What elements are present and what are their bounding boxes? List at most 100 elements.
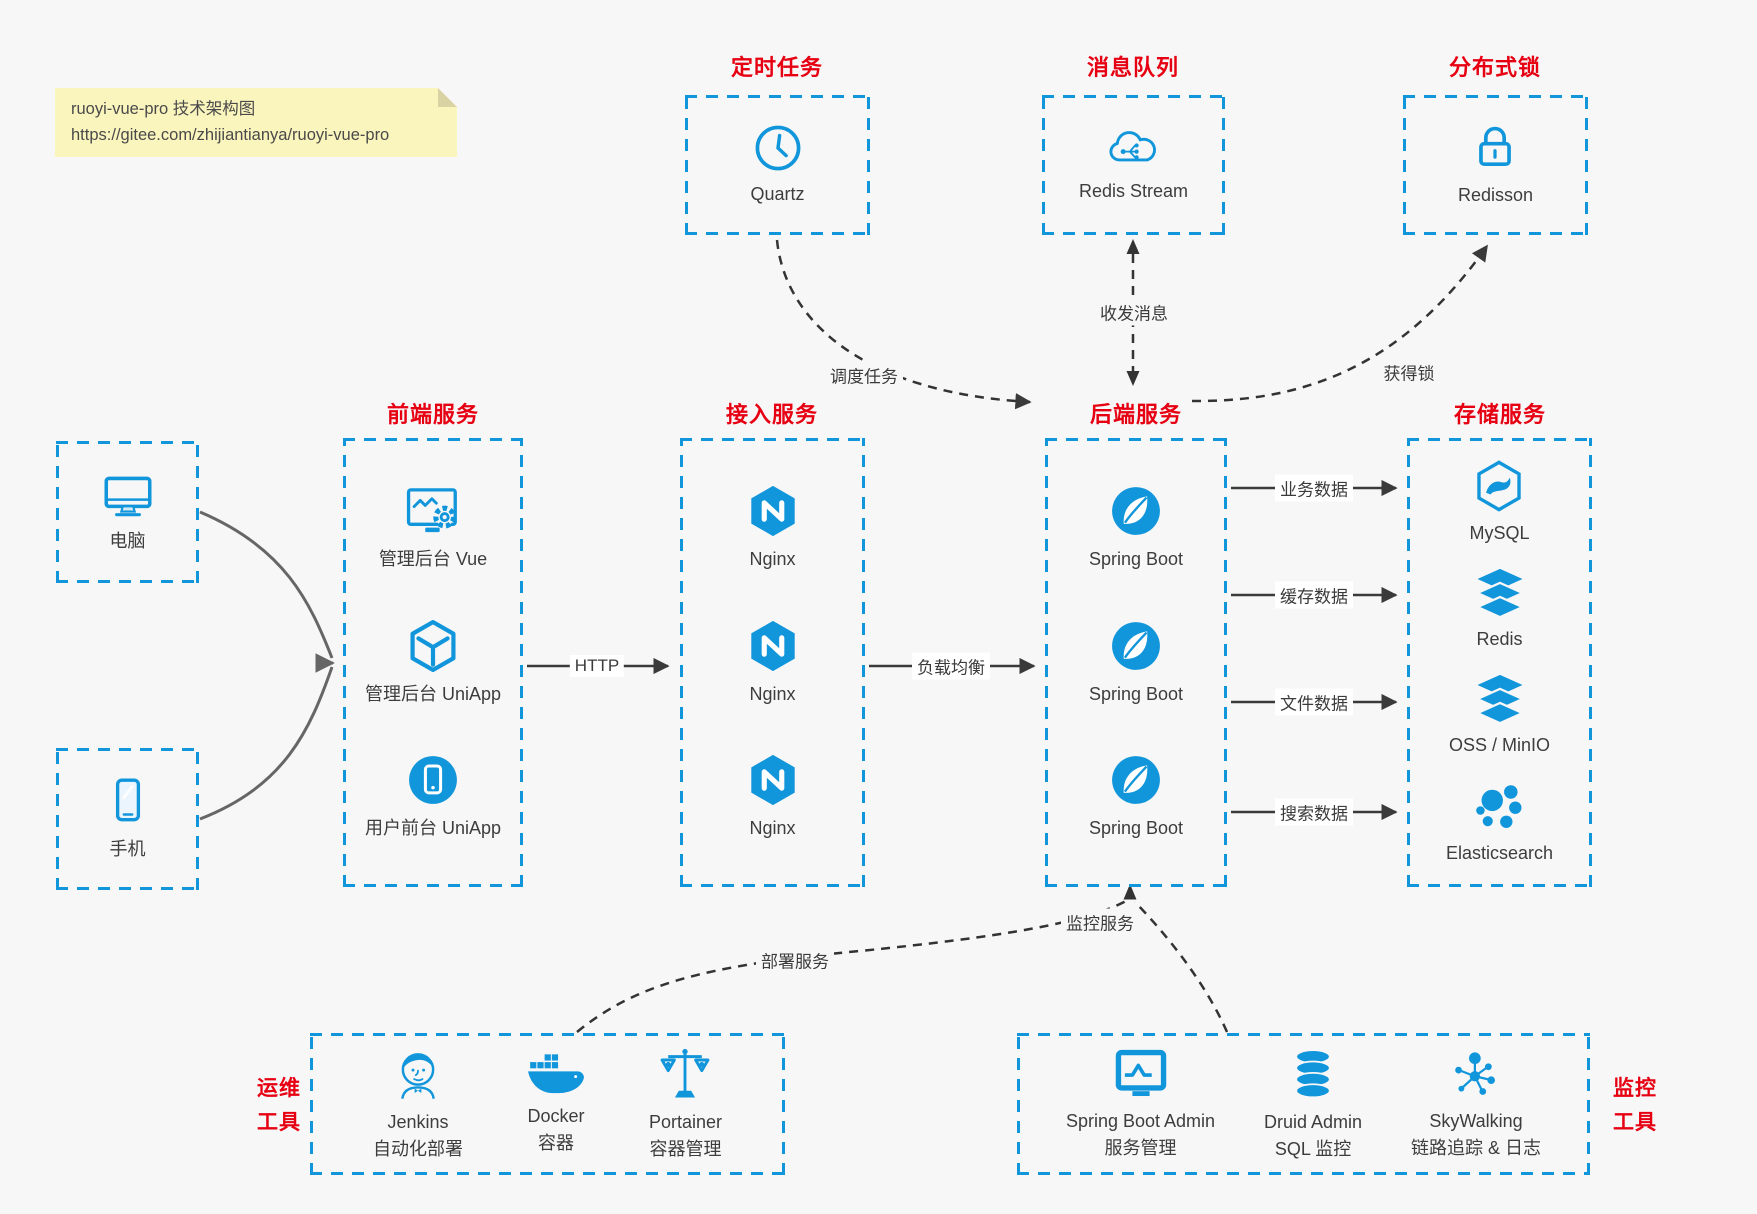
item-label: Docker 容器 bbox=[527, 1106, 585, 1153]
item-label: 管理后台 UniApp bbox=[364, 683, 502, 704]
redis-item: Redis bbox=[1473, 567, 1527, 652]
item-label: Spring Boot bbox=[1088, 683, 1184, 704]
storage-services-box: MySQL Redis OSS / MinIO bbox=[1407, 438, 1592, 887]
item-label: 用户前台 UniApp bbox=[364, 818, 502, 839]
edge-label-acquire-lock: 获得锁 bbox=[1378, 358, 1440, 386]
note-line-url: https://gitee.com/zhijiantianya/ruoyi-vu… bbox=[71, 125, 390, 144]
elasticsearch-icon bbox=[1476, 785, 1522, 828]
spring-boot-admin-item: Spring Boot Admin 服务管理 bbox=[1066, 1047, 1215, 1160]
nginx-icon bbox=[750, 620, 795, 672]
item-label: Spring Boot bbox=[1088, 549, 1184, 570]
connector-deploy-service bbox=[576, 899, 1127, 1033]
edge-label-search-data: 搜索数据 bbox=[1275, 798, 1353, 826]
edge-label-cache-data: 缓存数据 bbox=[1275, 581, 1353, 609]
spring-boot-icon bbox=[1112, 487, 1160, 536]
phone-item: 手机 bbox=[103, 775, 153, 862]
user-app-item: 用户前台 UniApp bbox=[365, 752, 501, 841]
redisson-item: Redisson bbox=[1458, 121, 1533, 208]
group-title-backend: 后端服务 bbox=[1089, 402, 1183, 427]
mysql-icon bbox=[1477, 460, 1522, 512]
item-label: 手机 bbox=[109, 839, 146, 860]
nginx-icon bbox=[750, 486, 795, 537]
item-label: Nginx bbox=[749, 549, 796, 570]
skywalking-icon bbox=[1455, 1052, 1496, 1096]
connector-quartz-schedule bbox=[775, 239, 1032, 410]
item-label: OSS / MinIO bbox=[1448, 734, 1551, 755]
item-label: Portainer 容器管理 bbox=[648, 1112, 722, 1159]
spring-boot-item: Spring Boot bbox=[1089, 618, 1183, 707]
phone-icon bbox=[115, 778, 140, 822]
docker-icon bbox=[528, 1054, 584, 1094]
admin-vue-item: 管理后台 Vue bbox=[379, 483, 487, 572]
item-label: MySQL bbox=[1469, 522, 1530, 543]
item-label: Spring Boot Admin 服务管理 bbox=[1065, 1111, 1216, 1158]
uniapp-cube-icon bbox=[410, 619, 456, 672]
group-title-gateway: 接入服务 bbox=[725, 402, 819, 427]
item-label: Druid Admin SQL 监控 bbox=[1264, 1112, 1363, 1159]
scheduled-jobs-box: Quartz bbox=[685, 95, 870, 235]
item-label: Redis bbox=[1476, 628, 1523, 649]
nginx-item: Nginx bbox=[745, 752, 801, 841]
druid-admin-item: Druid Admin SQL 监控 bbox=[1264, 1046, 1362, 1161]
group-title-monitor-tools: 监控 工具 bbox=[1613, 1077, 1657, 1134]
nginx-icon bbox=[750, 755, 795, 806]
jenkins-icon bbox=[401, 1053, 435, 1100]
mq-arrowhead-up bbox=[1126, 239, 1140, 254]
druid-icon bbox=[1295, 1049, 1331, 1099]
spring-boot-item: Spring Boot bbox=[1089, 483, 1183, 572]
edge-label-schedule-job: 调度任务 bbox=[825, 361, 903, 389]
nginx-item: Nginx bbox=[745, 483, 801, 572]
item-label: Spring Boot bbox=[1088, 818, 1184, 839]
item-label: Redisson bbox=[1457, 185, 1534, 206]
connector-pc-to-frontend bbox=[199, 510, 334, 659]
redis-stack-icon bbox=[1474, 568, 1525, 619]
portainer-item: Portainer 容器管理 bbox=[649, 1046, 722, 1161]
skywalking-item: SkyWalking 链路追踪 & 日志 bbox=[1411, 1047, 1541, 1160]
edge-label-monitor-service: 监控服务 bbox=[1061, 908, 1139, 936]
group-title-ops-tools: 运维 工具 bbox=[257, 1077, 301, 1134]
nginx-item: Nginx bbox=[745, 618, 801, 707]
group-title-distributed-lock: 分布式锁 bbox=[1448, 55, 1542, 80]
group-title-scheduled-jobs: 定时任务 bbox=[730, 55, 824, 80]
ops-tools-box: Jenkins 自动化部署 Docker 容器 bbox=[310, 1033, 785, 1175]
edge-label-business-data: 业务数据 bbox=[1275, 474, 1353, 502]
edge-label-send-receive-message: 收发消息 bbox=[1095, 298, 1173, 326]
lock-icon bbox=[1479, 127, 1512, 167]
quartz-item: Quartz bbox=[750, 122, 805, 207]
docker-item: Docker 容器 bbox=[526, 1052, 586, 1155]
admin-vue-icon bbox=[406, 488, 457, 533]
spring-boot-icon bbox=[1112, 622, 1160, 670]
redis-stream-item: Redis Stream bbox=[1079, 125, 1188, 204]
monitor-tools-box: Spring Boot Admin 服务管理 Druid Admin SQL 监… bbox=[1017, 1033, 1590, 1175]
frontend-services-box: 管理后台 Vue 管理后台 UniApp 用户前台 UniApp bbox=[343, 438, 523, 887]
spring-boot-icon bbox=[1112, 756, 1160, 805]
mysql-item: MySQL bbox=[1469, 459, 1530, 546]
pc-item: 电脑 bbox=[99, 469, 157, 554]
item-label: 电脑 bbox=[109, 531, 146, 552]
backend-services-box: Spring Boot Spring Boot Spring Boot bbox=[1045, 438, 1227, 887]
group-title-message-queue: 消息队列 bbox=[1086, 55, 1180, 80]
desktop-icon bbox=[103, 477, 152, 517]
item-label: Nginx bbox=[749, 818, 796, 839]
item-label: Redis Stream bbox=[1078, 181, 1189, 202]
phone-client-box: 手机 bbox=[56, 748, 199, 890]
backend-arrowhead-up bbox=[1123, 884, 1137, 900]
group-title-frontend: 前端服务 bbox=[386, 402, 480, 427]
oss-minio-item: OSS / MinIO bbox=[1449, 673, 1550, 758]
item-label: 管理后台 Vue bbox=[378, 549, 488, 570]
pc-client-box: 电脑 bbox=[56, 441, 199, 583]
edge-label-file-data: 文件数据 bbox=[1275, 688, 1353, 716]
portainer-scales-icon bbox=[661, 1049, 710, 1098]
clock-icon bbox=[755, 126, 800, 171]
edge-label-http: HTTP bbox=[569, 655, 625, 677]
connector-phone-to-frontend bbox=[199, 666, 334, 821]
title-note: ruoyi-vue-pro 技术架构图 https://gitee.com/zh… bbox=[55, 88, 457, 158]
edge-label-load-balance: 负载均衡 bbox=[912, 652, 990, 680]
item-label: Elasticsearch bbox=[1445, 842, 1554, 863]
item-label: Jenkins 自动化部署 bbox=[372, 1112, 463, 1159]
item-label: Nginx bbox=[749, 683, 796, 704]
gateway-services-box: Nginx Nginx Nginx bbox=[680, 438, 865, 887]
item-label: Quartz bbox=[750, 184, 805, 205]
elasticsearch-item: Elasticsearch bbox=[1446, 779, 1553, 866]
